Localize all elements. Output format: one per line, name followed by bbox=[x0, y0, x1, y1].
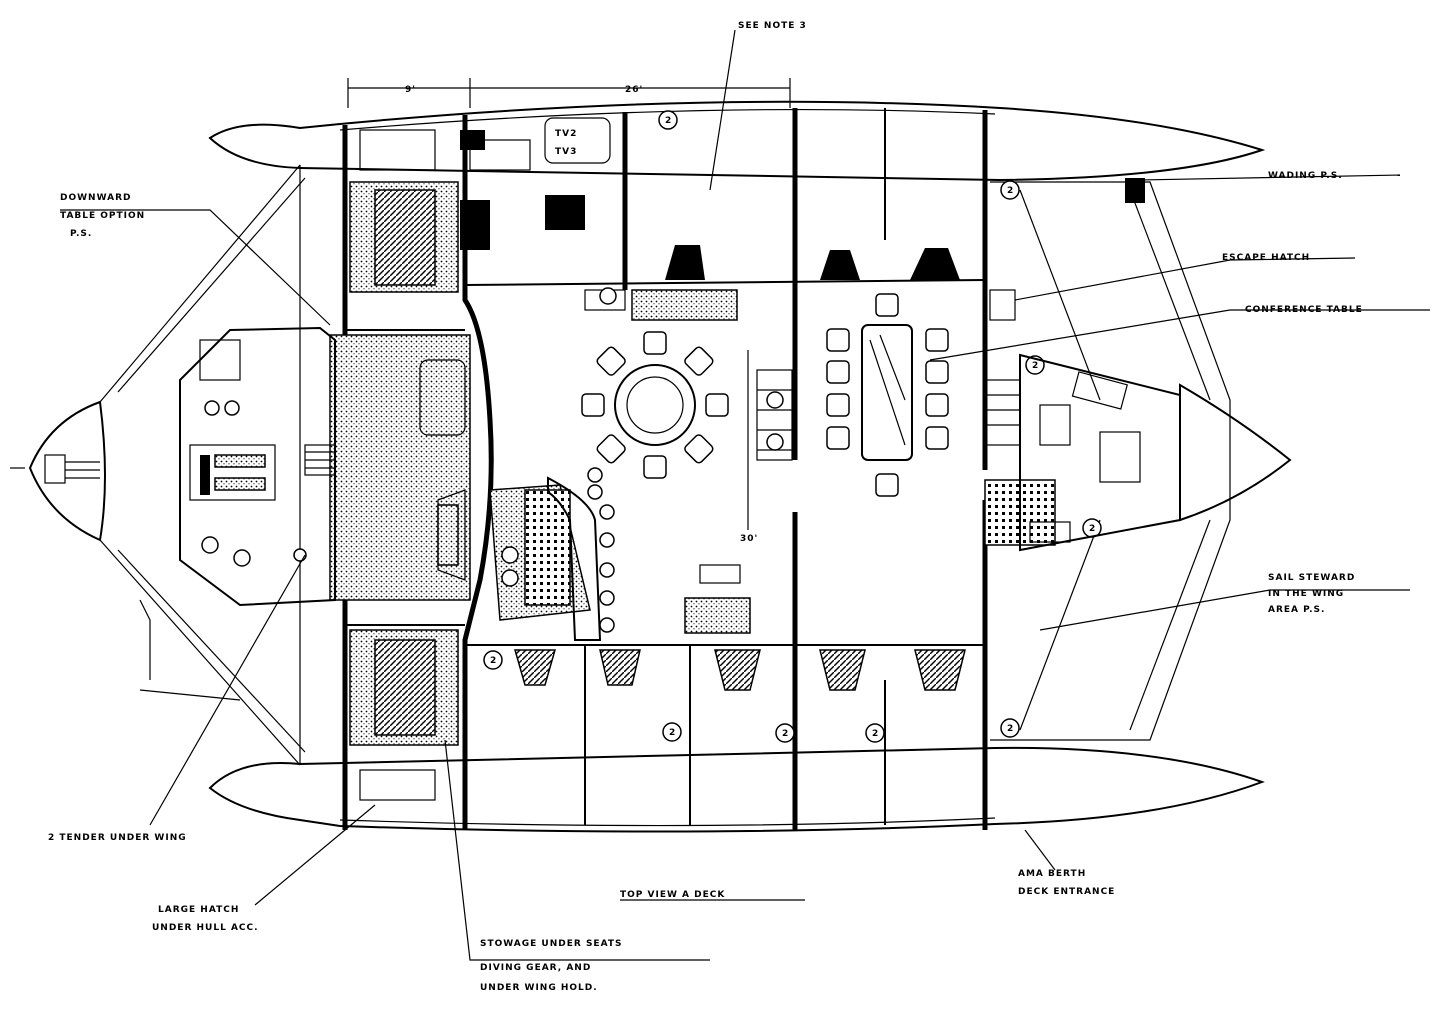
cabin-markers: 2 2 2 2 2 2 2 2 2 bbox=[483, 110, 1102, 743]
forward-saloon bbox=[139, 326, 336, 701]
cabin-marker-number: 2 bbox=[490, 656, 497, 666]
dimension-lines: 9' 26' 30' bbox=[347, 78, 791, 544]
chair bbox=[826, 360, 850, 384]
heads: TV2 TV3 bbox=[460, 117, 1056, 691]
chair bbox=[643, 455, 667, 479]
label-downward: DOWNWARD bbox=[60, 193, 131, 203]
label-diving-gear: DIVING GEAR, AND bbox=[480, 963, 591, 973]
chair bbox=[826, 426, 850, 450]
conference-room bbox=[756, 293, 949, 497]
bar-stool bbox=[587, 467, 603, 483]
chair bbox=[925, 393, 949, 417]
label-under-hull: UNDER HULL ACC. bbox=[152, 923, 259, 933]
chair bbox=[596, 346, 626, 376]
label-in-the-wing: IN THE WING bbox=[1268, 589, 1344, 599]
label-escape-hatch: ESCAPE HATCH bbox=[1222, 253, 1310, 263]
cabin-marker-number: 2 bbox=[872, 729, 879, 739]
label-under-wing-hold: UNDER WING HOLD. bbox=[480, 983, 598, 993]
chair bbox=[925, 328, 949, 352]
cabin-marker-circle bbox=[658, 110, 678, 130]
hulls bbox=[10, 100, 1292, 833]
label-area-ps: AREA P.S. bbox=[1268, 605, 1325, 615]
label-ps: P.S. bbox=[70, 229, 92, 239]
bar-stool bbox=[599, 562, 615, 578]
tv3-label: TV3 bbox=[555, 147, 577, 157]
label-ama-berth: AMA BERTH bbox=[1018, 869, 1086, 879]
dimension-30ft: 30' bbox=[740, 534, 758, 544]
bar-stool bbox=[599, 590, 615, 606]
chair bbox=[596, 434, 626, 464]
label-tender: 2 TENDER UNDER WING bbox=[48, 833, 187, 843]
dimension-9ft: 9' bbox=[405, 85, 416, 95]
chair bbox=[684, 346, 714, 376]
bar-stool bbox=[599, 617, 615, 633]
chair bbox=[643, 331, 667, 355]
tv2-label: TV2 bbox=[555, 129, 577, 139]
chair bbox=[826, 393, 850, 417]
bar-stool bbox=[599, 504, 615, 520]
chair bbox=[684, 434, 714, 464]
aft-lounge bbox=[984, 178, 1181, 552]
dimension-26ft: 26' bbox=[625, 85, 643, 95]
chair bbox=[875, 293, 899, 317]
cabin-marker-circle bbox=[775, 723, 795, 743]
cabin-marker-number: 2 bbox=[669, 728, 676, 738]
chair bbox=[705, 393, 729, 417]
chair bbox=[925, 360, 949, 384]
chair bbox=[875, 473, 899, 497]
cabin-marker-circle bbox=[865, 723, 885, 743]
dining-area bbox=[437, 287, 751, 641]
leader-lines bbox=[60, 29, 1430, 961]
label-wading: WADING P.S. bbox=[1268, 171, 1343, 181]
label-stowage: STOWAGE UNDER SEATS bbox=[480, 939, 622, 949]
cabin-marker-circle bbox=[1000, 180, 1020, 200]
label-top-view: TOP VIEW A DECK bbox=[620, 890, 725, 900]
cabin-marker-number: 2 bbox=[1007, 186, 1014, 196]
label-large-hatch: LARGE HATCH bbox=[158, 905, 239, 915]
annotations: SEE NOTE 3 DOWNWARD TABLE OPTION P.S. WA… bbox=[48, 21, 1363, 993]
cabin-marker-circle bbox=[483, 650, 503, 670]
label-see-note: SEE NOTE 3 bbox=[738, 21, 807, 31]
cabin-marker-number: 2 bbox=[782, 729, 789, 739]
chair bbox=[826, 328, 850, 352]
bar-stool bbox=[587, 484, 603, 500]
bar-stool bbox=[599, 532, 615, 548]
chair bbox=[925, 426, 949, 450]
label-conference-table: CONFERENCE TABLE bbox=[1245, 305, 1363, 315]
cabin-marker-number: 2 bbox=[1089, 524, 1096, 534]
label-sail-steward: SAIL STEWARD bbox=[1268, 573, 1355, 583]
label-table-option: TABLE OPTION bbox=[60, 211, 145, 221]
label-deck-entrance: DECK ENTRANCE bbox=[1018, 887, 1115, 897]
chair bbox=[581, 393, 605, 417]
cabin-marker-circle bbox=[1000, 718, 1020, 738]
cabin-marker-circle bbox=[662, 722, 682, 742]
cabin-marker-number: 2 bbox=[1032, 361, 1039, 371]
cabin-marker-number: 2 bbox=[1007, 724, 1014, 734]
berths bbox=[329, 129, 471, 801]
cabin-marker-number: 2 bbox=[665, 116, 672, 126]
